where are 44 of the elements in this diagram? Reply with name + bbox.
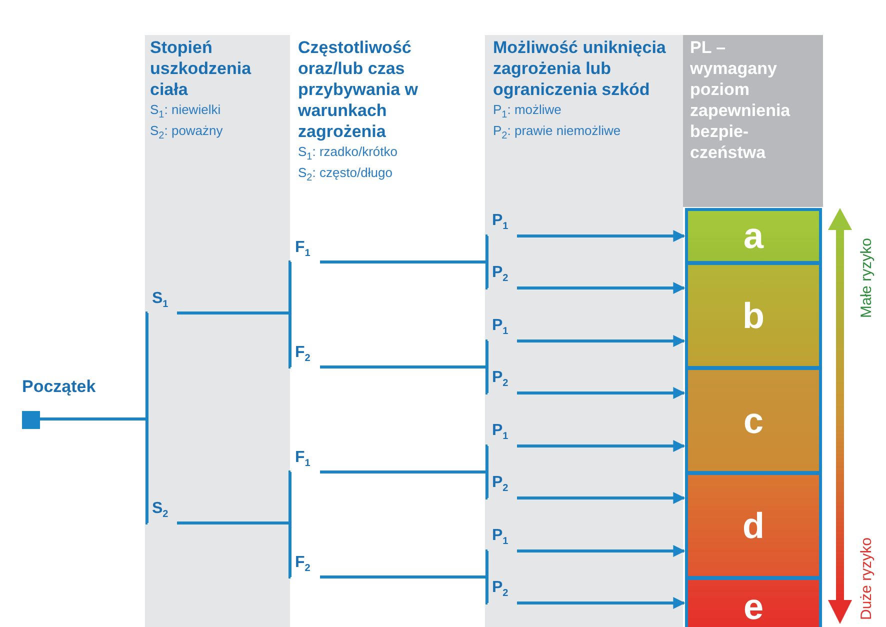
key-text: P$_{2}$: prawie niemożliwe	[493, 122, 621, 144]
level-box: d	[685, 472, 822, 579]
level-box: c	[685, 367, 822, 474]
arrow	[517, 335, 686, 347]
branch-label: S$_{2}$	[147, 498, 177, 526]
arrow	[517, 492, 686, 504]
risk-label: Małe ryzyko	[858, 238, 875, 318]
branch-label: P$_{1}$	[487, 315, 517, 343]
branch-label: F$_{2}$	[290, 342, 320, 370]
branch-label: F$_{2}$	[290, 552, 320, 580]
column-heading: Możliwość uniknięcia zagrożenia lub ograniczenia szkód	[493, 37, 667, 100]
arrow	[517, 230, 686, 242]
column-heading: Częstotliwość oraz/lub czas przybywania w warunkach zagrożenia	[298, 37, 419, 142]
key-text: S$_{2}$: poważny	[150, 122, 223, 144]
branch-label: P$_{1}$	[487, 210, 517, 238]
branch-label: S$_{1}$	[147, 288, 177, 316]
start-square	[22, 411, 40, 429]
key-text: S$_{1}$: rzadko/krótko	[298, 144, 398, 165]
arrow	[517, 440, 686, 452]
arrow	[517, 597, 686, 609]
level-box: e	[685, 577, 822, 627]
branch-label: P$_{2}$	[487, 472, 517, 500]
column-band	[485, 35, 683, 627]
column-heading: PL – wymagany poziom zapewnienia bezpie- czeństwa	[690, 37, 792, 163]
arrow	[517, 387, 686, 399]
level-box: a	[685, 208, 822, 264]
branch-label: P$_{2}$	[487, 577, 517, 605]
start-label: Początek	[22, 376, 96, 397]
branch-label: F$_{1}$	[290, 447, 320, 475]
branch-label: P$_{2}$	[487, 367, 517, 395]
risk-label: Duże ryzyko	[858, 537, 875, 620]
branch-label: P$_{1}$	[487, 420, 517, 448]
key-text: P$_{1}$: możliwe	[493, 102, 562, 123]
branch-label: P$_{1}$	[487, 525, 517, 553]
key-text: S$_{1}$: niewielki	[150, 102, 221, 123]
key-text: S$_{2}$: często/długo	[298, 164, 392, 186]
arrow	[517, 545, 686, 557]
branch-label: P$_{2}$	[487, 262, 517, 290]
column-heading: Stopień uszkodzenia ciała	[150, 37, 252, 100]
column-band	[145, 35, 290, 627]
arrow	[517, 282, 686, 294]
column-band	[683, 35, 823, 207]
branch-label: F$_{1}$	[290, 237, 320, 265]
level-box: b	[685, 262, 822, 369]
